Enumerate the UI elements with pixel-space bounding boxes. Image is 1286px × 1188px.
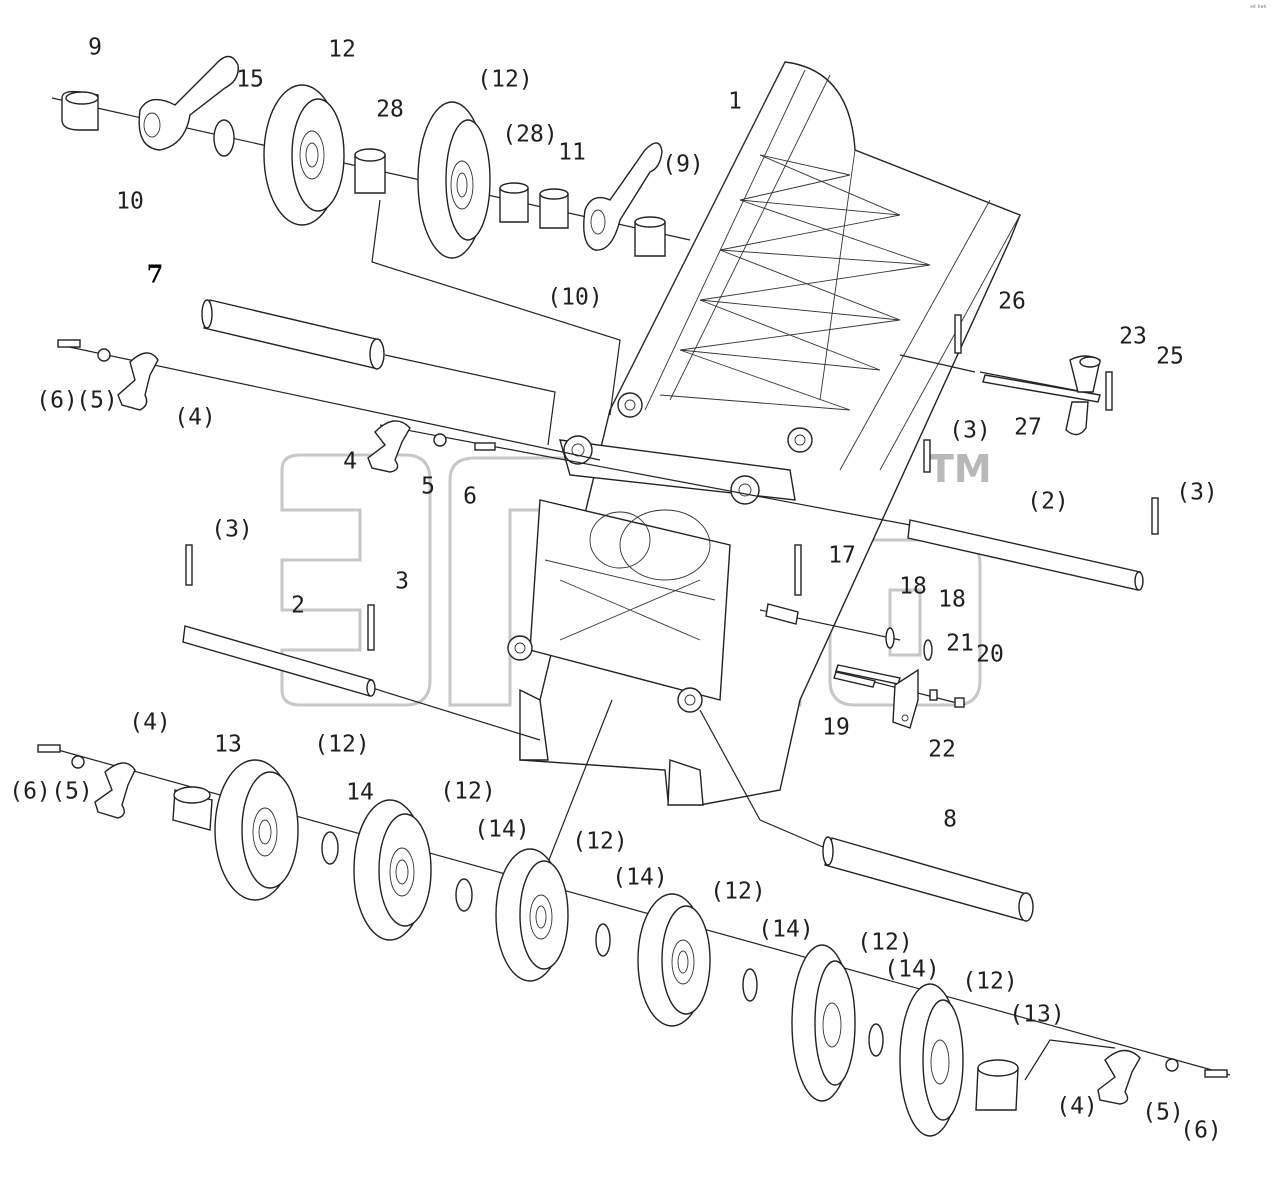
callout-label: 26 (998, 289, 1026, 315)
center-retainer (367, 420, 496, 473)
callout-label: 27 (1014, 415, 1042, 441)
callout-label: (14) (474, 817, 529, 843)
callout-label: (14) (758, 917, 813, 943)
corner-text: ᵃᵈ ᵇᵃᵇ (1250, 4, 1267, 12)
callout-label: 15 (236, 67, 264, 93)
callout-label: (6) (1180, 1118, 1222, 1144)
callout-labels: 1915122810(12)(28)11(9)(10)726232527(6)(… (9, 35, 1222, 1144)
pin-assembly-23 (954, 314, 1113, 436)
callout-label: (12) (710, 879, 765, 905)
callout-label: 22 (928, 737, 956, 763)
callout-label: (12) (314, 732, 369, 758)
callout-label: (4) (174, 405, 216, 431)
callout-label: 13 (214, 732, 242, 758)
callout-label: (4) (129, 710, 171, 736)
boom-frame (507, 61, 1021, 806)
callout-label: (5) (51, 779, 93, 805)
callout-label: 18 (938, 587, 966, 613)
callout-label: 4 (343, 449, 357, 475)
callout-label: 12 (328, 37, 356, 63)
shaft-8 (822, 836, 1034, 922)
bracket-assembly (765, 544, 965, 729)
callout-label: 3 (395, 569, 409, 595)
callout-label: (14) (884, 957, 939, 983)
callout-label: 18 (899, 574, 927, 600)
callout-label: 1 (728, 89, 742, 115)
callout-label: 21 (946, 631, 974, 657)
callout-label: (28) (502, 122, 557, 148)
callout-label: (5) (76, 388, 118, 414)
callout-label: 8 (943, 807, 957, 833)
callout-label: (9) (662, 152, 704, 178)
pin-2-left (182, 544, 376, 697)
callout-label: (6) (9, 779, 51, 805)
callout-label: (10) (547, 285, 602, 311)
pin-2-right (907, 439, 1159, 591)
callout-label: (3) (1176, 480, 1218, 506)
callout-label: (3) (211, 517, 253, 543)
callout-label: (12) (440, 779, 495, 805)
callout-label: 19 (822, 715, 850, 741)
callout-label: 2 (291, 593, 305, 619)
callout-label: (13) (1009, 1002, 1064, 1028)
callout-label: 7 (147, 260, 164, 289)
callout-label: 20 (976, 642, 1004, 668)
callout-label: (12) (477, 67, 532, 93)
callout-label: (2) (1027, 489, 1069, 515)
callout-label: (3) (949, 418, 991, 444)
top-sheave-assembly (61, 55, 666, 259)
callout-label: (14) (612, 865, 667, 891)
callout-label: 25 (1156, 344, 1184, 370)
callout-label: 23 (1119, 324, 1147, 350)
callout-label: (12) (857, 930, 912, 956)
callout-label: (6) (36, 388, 78, 414)
callout-label: 11 (558, 140, 586, 166)
callout-label: (12) (572, 829, 627, 855)
callout-label: 28 (376, 97, 404, 123)
upper-retainer-left (57, 339, 159, 411)
callout-label: 5 (421, 474, 435, 500)
callout-label: (4) (1056, 1094, 1098, 1120)
callout-label: 17 (828, 543, 856, 569)
callout-label: (12) (962, 969, 1017, 995)
callout-label: 10 (116, 189, 144, 215)
callout-label: 6 (463, 484, 477, 510)
callout-label: (5) (1142, 1100, 1184, 1126)
shaft-7 (201, 299, 385, 370)
callout-label: 14 (346, 780, 374, 806)
callout-label: 9 (88, 35, 102, 61)
trademark-text: TM (928, 447, 992, 491)
bottom-sheave-stack (37, 744, 1228, 1137)
